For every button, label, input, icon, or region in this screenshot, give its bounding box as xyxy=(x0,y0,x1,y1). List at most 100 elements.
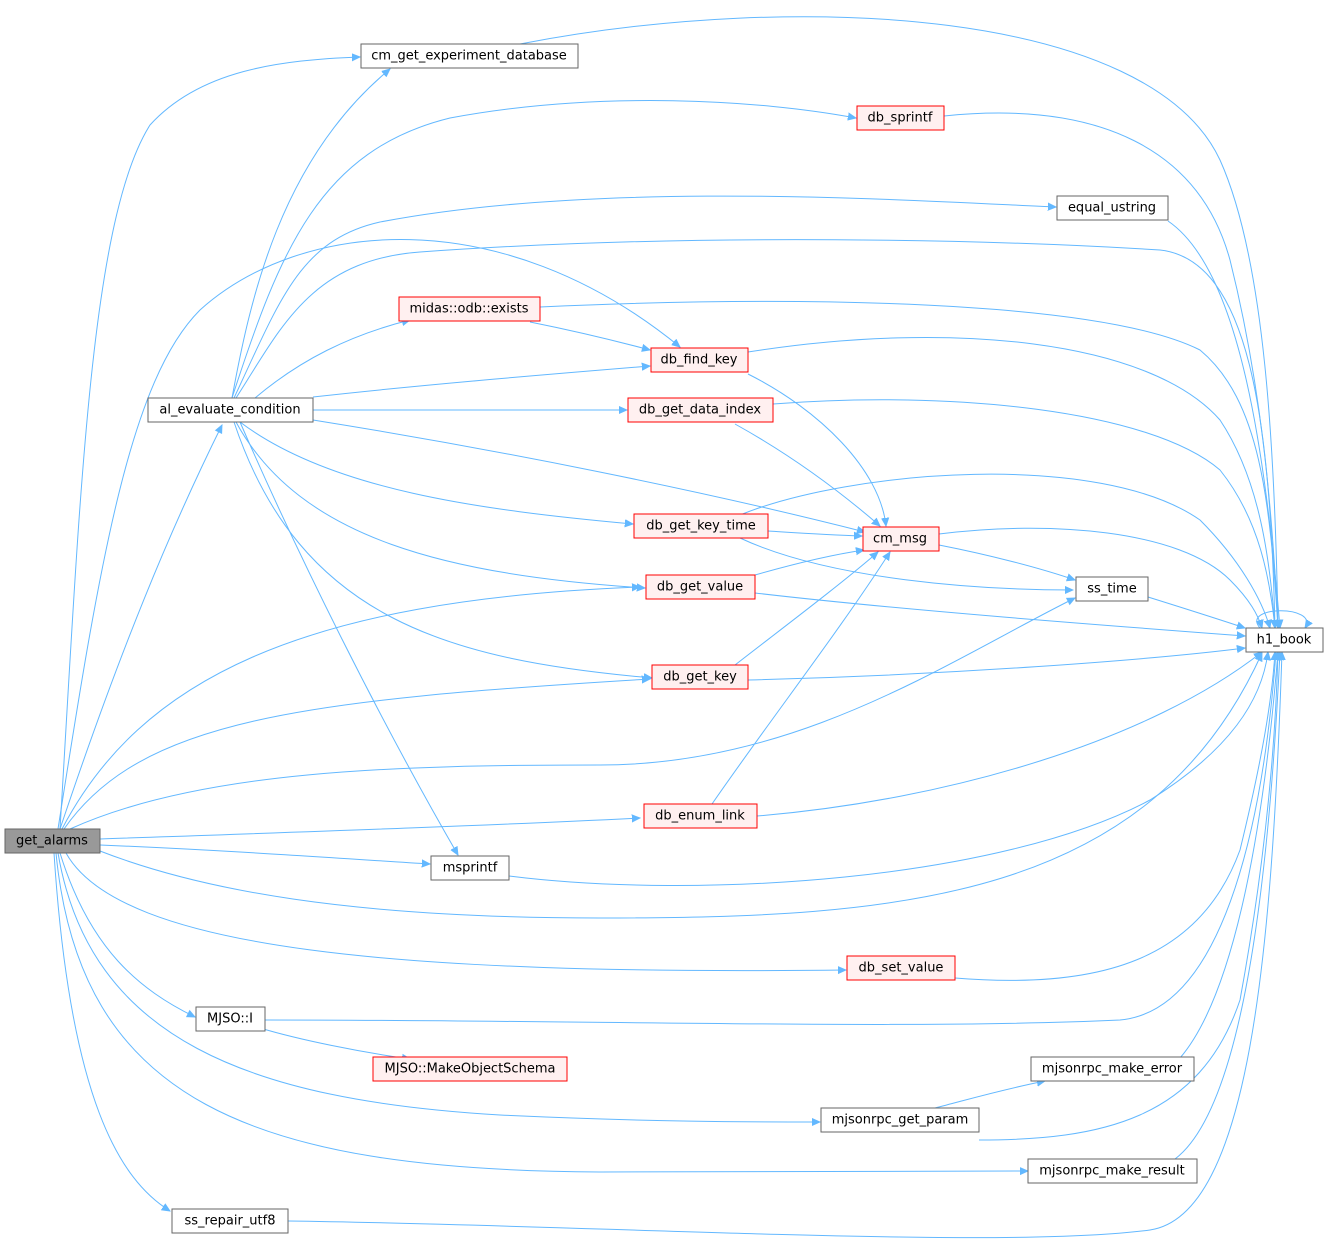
node-db-find-key[interactable]: db_find_key xyxy=(650,347,749,373)
edge-db-find-key-h1-book xyxy=(747,336,1275,628)
node-ss-repair-utf8[interactable]: ss_repair_utf8 xyxy=(171,1208,289,1234)
node-label: cm_get_experiment_database xyxy=(371,49,567,64)
node-get-alarms[interactable]: get_alarms xyxy=(4,828,101,854)
node-label: db_find_key xyxy=(661,353,738,368)
edges xyxy=(53,16,1307,1239)
edge-get-alarms-mjsonrpc-make-result xyxy=(55,852,1028,1172)
node-db-get-data-index[interactable]: db_get_data_index xyxy=(627,397,774,423)
edge-ss-time-h1-book xyxy=(1147,596,1245,628)
edge-midas-odb-exists-db-find-key xyxy=(529,321,650,350)
node-label: get_alarms xyxy=(16,834,88,849)
edge-al-evaluate-db-sprintf xyxy=(231,100,856,399)
node-mjsonrpc-get-param[interactable]: mjsonrpc_get_param xyxy=(820,1107,980,1133)
node-h1-book[interactable]: h1_book xyxy=(1245,627,1324,653)
edge-cm-msg-ss-time xyxy=(938,544,1075,580)
edge-db-enum-link-cm-msg xyxy=(711,552,890,805)
node-label: db_get_data_index xyxy=(639,403,762,418)
edge-al-evaluate-db-get-key xyxy=(233,421,652,678)
edge-get-alarms-mjso-i xyxy=(59,852,195,1017)
edge-ss-repair-utf8-h1-book xyxy=(287,652,1282,1239)
node-label: mjsonrpc_make_error xyxy=(1042,1062,1183,1077)
node-label: mjsonrpc_make_result xyxy=(1039,1164,1184,1179)
edge-db-get-key-h1-book xyxy=(747,648,1245,681)
node-label: midas::odb::exists xyxy=(410,302,529,317)
node-db-enum-link[interactable]: db_enum_link xyxy=(643,803,758,829)
edge-mjsonrpc-make-error-h1-book xyxy=(1179,652,1278,1059)
edge-equal-ustring-h1-book xyxy=(1167,220,1280,628)
edge-db-get-key-time-h1-book xyxy=(739,473,1270,628)
node-label: msprintf xyxy=(443,861,498,876)
edge-mjsonrpc-make-result-h1-book xyxy=(1174,652,1280,1160)
edge-get-alarms-db-get-key xyxy=(63,679,650,830)
edge-mjsonrpc-get-param-mjsonrpc-make-error xyxy=(934,1081,1045,1109)
edge-cm-msg-h1-book xyxy=(938,527,1262,628)
node-label: mjsonrpc_get_param xyxy=(832,1113,969,1128)
node-db-get-key-time[interactable]: db_get_key_time xyxy=(633,513,769,539)
node-ss-time[interactable]: ss_time xyxy=(1075,576,1149,602)
edge-cm-get-experiment-database-h1-book xyxy=(519,16,1278,628)
edge-get-alarms-ss-repair-utf8 xyxy=(53,852,170,1211)
edge-db-get-key-time-ss-time xyxy=(739,537,1073,590)
edge-mjso-i-h1-book xyxy=(264,652,1276,1025)
node-label: ss_time xyxy=(1087,582,1136,597)
node-label: db_get_value xyxy=(657,580,743,595)
node-db-get-value[interactable]: db_get_value xyxy=(645,574,756,600)
node-cm-msg[interactable]: cm_msg xyxy=(862,526,940,552)
node-label: MJSO::MakeObjectSchema xyxy=(385,1062,556,1077)
edge-get-alarms-msprintf xyxy=(99,844,430,864)
node-mjso-i[interactable]: MJSO::I xyxy=(195,1006,266,1032)
node-label: db_enum_link xyxy=(655,809,745,824)
node-label: al_evaluate_condition xyxy=(159,403,300,418)
edge-db-get-value-cm-msg xyxy=(754,550,864,576)
edge-mjsonrpc-get-param-h1-book xyxy=(978,652,1278,1141)
node-label: cm_msg xyxy=(873,532,927,547)
edge-get-alarms-cm-get-experiment-database xyxy=(59,57,360,830)
edge-db-get-key-cm-msg xyxy=(734,552,878,666)
edge-msprintf-h1-book xyxy=(508,652,1268,887)
node-label: db_set_value xyxy=(859,961,944,976)
edge-al-evaluate-cm-get-experiment-database xyxy=(231,69,390,399)
edge-al-evaluate-equal-ustring xyxy=(233,195,1056,399)
edge-db-get-data-index-cm-msg xyxy=(734,423,880,526)
edge-get-alarms-h1-book-direct xyxy=(99,653,1262,919)
edge-al-evaluate-h1-book xyxy=(235,239,1275,628)
edge-db-find-key-cm-msg xyxy=(747,373,886,526)
edge-al-evaluate-db-get-value xyxy=(235,421,645,588)
edge-db-enum-link-h1-book xyxy=(756,652,1262,817)
edge-db-sprintf-h1-book xyxy=(943,112,1278,628)
node-db-sprintf[interactable]: db_sprintf xyxy=(856,105,945,131)
edge-db-get-value-h1-book xyxy=(754,592,1245,636)
node-label: ss_repair_utf8 xyxy=(185,1214,276,1229)
node-label: h1_book xyxy=(1257,633,1312,648)
node-msprintf[interactable]: msprintf xyxy=(430,855,510,881)
node-al-evaluate-condition[interactable]: al_evaluate_condition xyxy=(147,397,314,423)
node-label: db_get_key_time xyxy=(646,519,755,534)
node-cm-get-experiment-database[interactable]: cm_get_experiment_database xyxy=(360,43,579,69)
node-db-get-key[interactable]: db_get_key xyxy=(651,664,749,690)
node-mjsonrpc-make-error[interactable]: mjsonrpc_make_error xyxy=(1030,1056,1195,1082)
edge-h1-book-self xyxy=(1256,610,1307,628)
edge-midas-odb-exists-h1-book xyxy=(539,301,1278,628)
edge-get-alarms-db-set-value xyxy=(65,852,846,971)
edge-db-set-value-h1-book xyxy=(954,652,1275,981)
nodes: get_alarms cm_get_experiment_database db… xyxy=(4,43,1324,1234)
edge-get-alarms-db-enum-link xyxy=(99,818,640,840)
node-label: db_get_key xyxy=(663,670,737,685)
edge-db-get-key-time-cm-msg xyxy=(767,530,862,536)
edge-al-evaluate-db-get-key-time xyxy=(239,421,633,524)
edge-al-evaluate-cm-msg xyxy=(312,419,865,532)
node-label: db_sprintf xyxy=(868,111,933,126)
edge-al-evaluate-db-find-key xyxy=(312,366,650,398)
edge-get-alarms-db-find-key xyxy=(57,239,680,830)
node-db-set-value[interactable]: db_set_value xyxy=(846,955,956,981)
edge-get-alarms-al-evaluate-condition xyxy=(59,425,222,830)
edge-get-alarms-ss-time xyxy=(69,598,1075,830)
edge-get-alarms-db-get-value xyxy=(61,587,640,830)
node-equal-ustring[interactable]: equal_ustring xyxy=(1056,195,1169,221)
node-mjso-make-object-schema[interactable]: MJSO::MakeObjectSchema xyxy=(372,1056,568,1082)
edge-mjso-i-mjso-make-object-schema xyxy=(259,1027,410,1059)
node-mjsonrpc-make-result[interactable]: mjsonrpc_make_result xyxy=(1027,1158,1198,1184)
node-midas-odb-exists[interactable]: midas::odb::exists xyxy=(398,296,541,322)
edge-get-alarms-mjsonrpc-get-param xyxy=(57,852,820,1122)
